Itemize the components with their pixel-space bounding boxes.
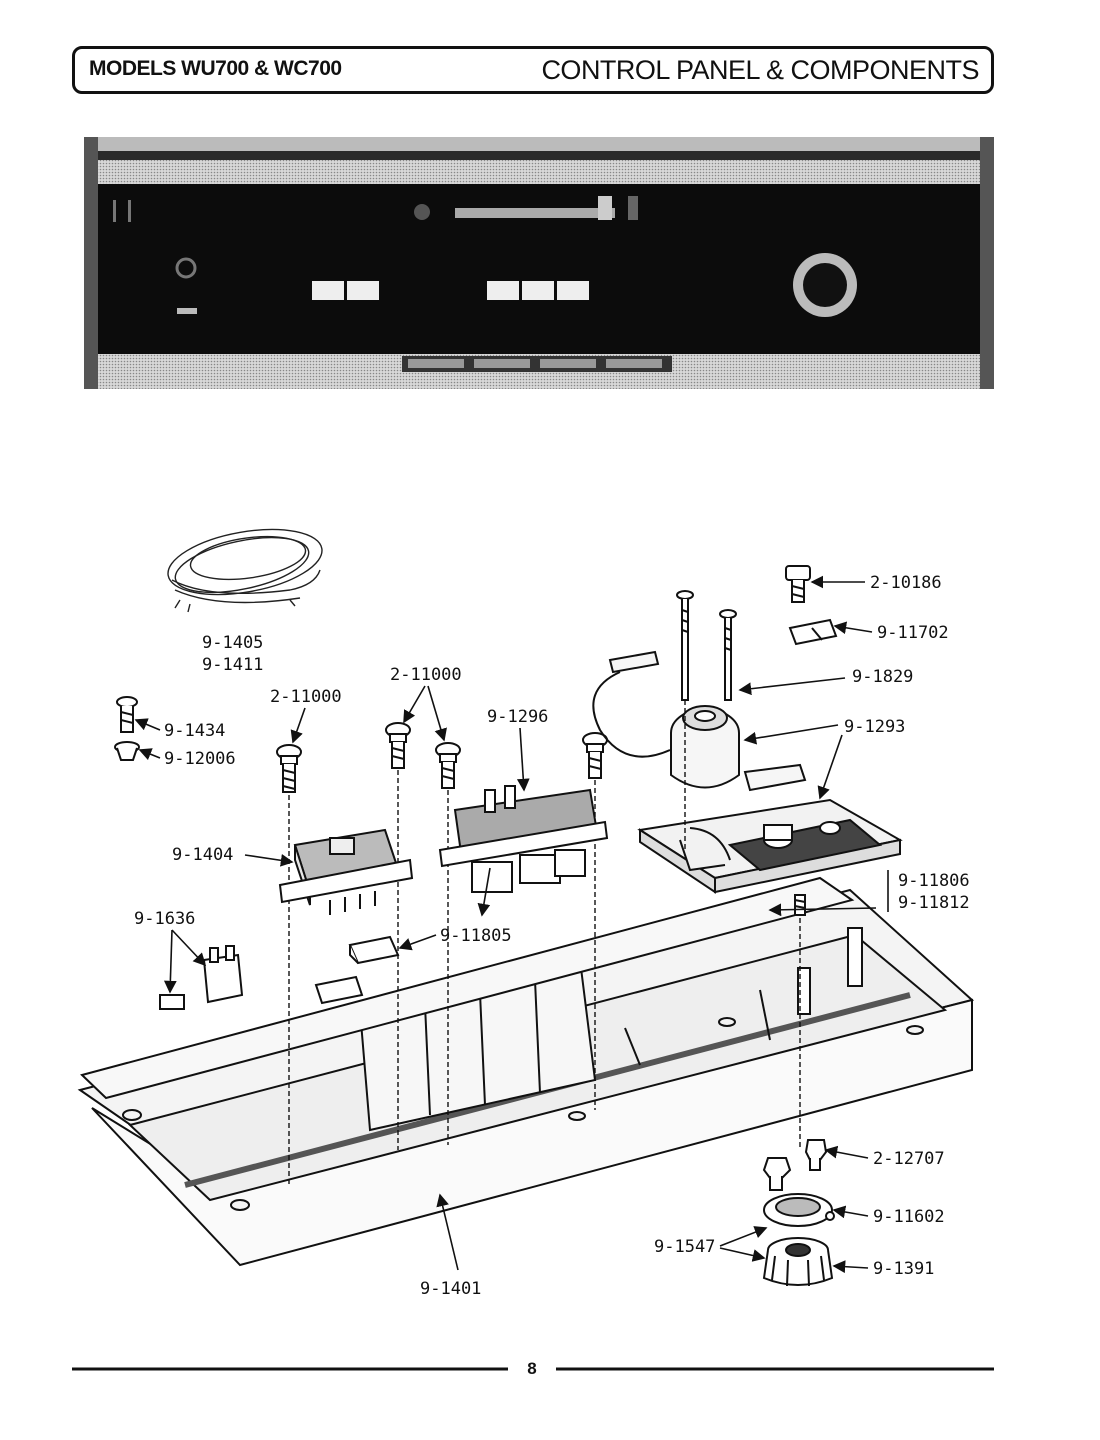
page-header: MODELS WU700 & WC700 CONTROL PANEL & COM…	[72, 46, 994, 94]
label-2-11000-left: 2-11000	[270, 687, 342, 707]
nut-screw-2-12707	[762, 1139, 828, 1191]
label-9-1296: 9-1296	[487, 707, 548, 727]
models-title: MODELS WU700 & WC700	[89, 57, 342, 80]
control-panel-illustration	[84, 137, 994, 389]
panel-button	[312, 281, 344, 300]
label-9-12006: 9-12006	[164, 749, 236, 769]
screw-9-1434	[116, 696, 138, 733]
label-9-11806: 9-11806	[898, 871, 970, 891]
slider-knob	[598, 196, 612, 220]
screw-2-11000-left	[276, 744, 302, 1185]
label-9-11602: 9-11602	[873, 1207, 945, 1227]
label-2-10186: 2-10186	[870, 573, 942, 593]
label-9-1411: 9-1411	[202, 655, 263, 675]
terminal-block-9-11805	[314, 935, 400, 1005]
screw-2-10186	[785, 565, 811, 603]
wire-harness	[167, 528, 323, 613]
knob-dial-9-11602	[763, 1193, 835, 1227]
timer-screw-left	[676, 590, 694, 850]
switch-9-1296	[438, 785, 609, 893]
label-2-11000-mid: 2-11000	[390, 665, 462, 685]
label-9-1434: 9-1434	[164, 721, 225, 741]
label-9-11812: 9-11812	[898, 893, 970, 913]
switch-9-1404	[278, 828, 414, 915]
label-9-1405: 9-1405	[202, 633, 263, 653]
knob-9-1391	[762, 1237, 834, 1287]
label-9-1636: 9-1636	[134, 909, 195, 929]
screw-2-11000-right	[582, 732, 608, 1110]
section-title: CONTROL PANEL & COMPONENTS	[541, 55, 979, 85]
timer-motor-9-1829	[592, 650, 807, 792]
label-2-12707: 2-12707	[873, 1149, 945, 1169]
panel-button	[347, 281, 379, 300]
panel-button	[522, 281, 554, 300]
timer-screw-right	[719, 609, 737, 701]
leader-lines	[134, 575, 889, 1274]
grommet-9-12006	[114, 741, 140, 761]
timer-9-1293	[637, 798, 903, 894]
label-9-1391: 9-1391	[873, 1259, 934, 1279]
indicator-light	[175, 257, 197, 279]
label-9-11805: 9-11805	[440, 926, 512, 946]
panel-button	[487, 281, 519, 300]
screw-2-11000-mid-a	[385, 722, 411, 1150]
label-9-11702: 9-11702	[877, 623, 949, 643]
page-number: 8	[527, 1359, 537, 1378]
label-9-1404: 9-1404	[172, 845, 233, 865]
label-9-1401: 9-1401	[420, 1279, 481, 1299]
label-9-1547: 9-1547	[654, 1237, 715, 1257]
console-housing	[77, 876, 975, 1267]
slider-track	[455, 208, 615, 218]
label-9-1293: 9-1293	[844, 717, 905, 737]
panel-button	[557, 281, 589, 300]
light-socket-9-1636	[159, 945, 244, 1010]
label-9-1829: 9-1829	[852, 667, 913, 687]
clip-9-11702	[788, 618, 838, 646]
